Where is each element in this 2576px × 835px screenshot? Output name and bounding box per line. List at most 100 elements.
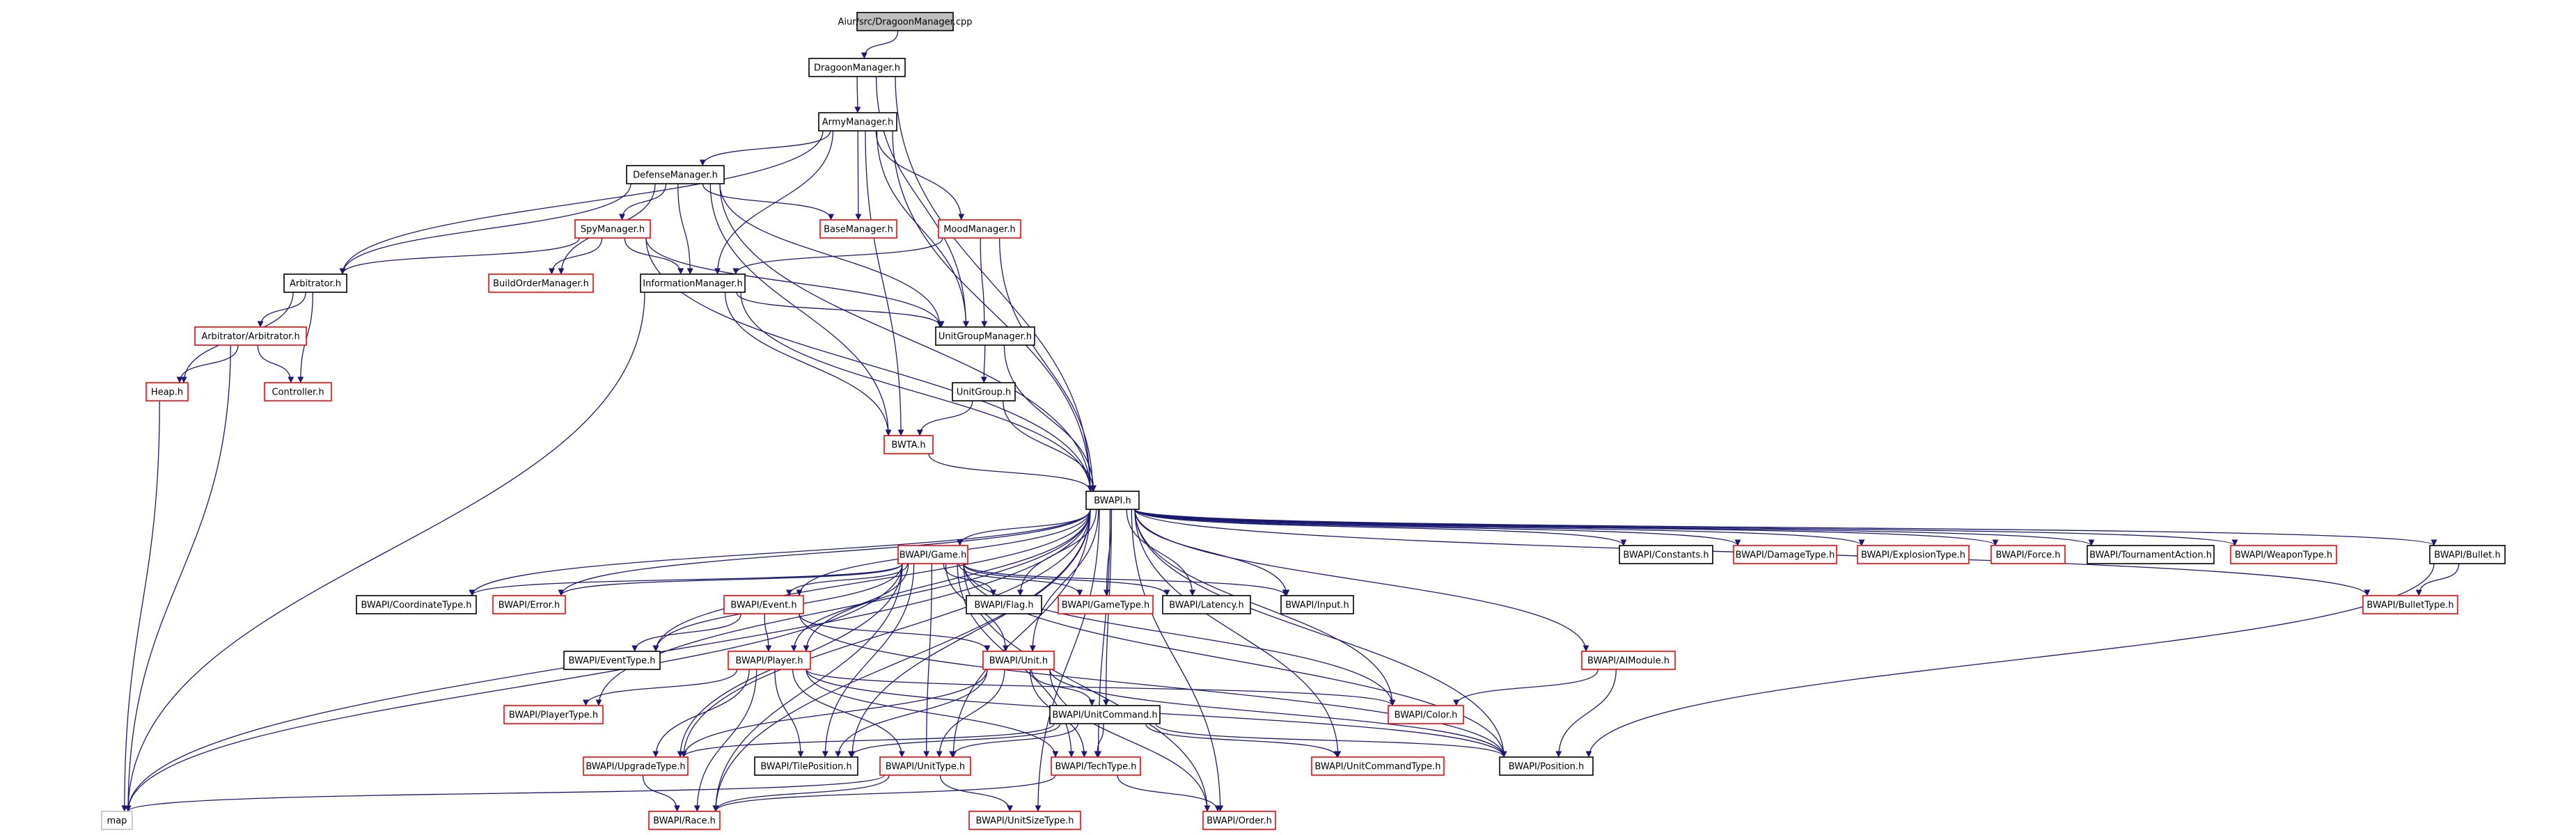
node-ugm[interactable]: UnitGroupManager.h xyxy=(935,326,1035,346)
node-force[interactable]: BWAPI/Force.h xyxy=(1990,545,2066,564)
node-label: DefenseManager.h xyxy=(633,170,718,181)
dependency-edge xyxy=(176,344,239,383)
node-box xyxy=(2429,545,2506,564)
node-color[interactable]: BWAPI/Color.h xyxy=(1388,705,1464,724)
node-position[interactable]: BWAPI/Position.h xyxy=(1499,756,1594,776)
node-explosiontype[interactable]: BWAPI/ExplosionType.h xyxy=(1857,545,1970,564)
edge-spy-to-arbitrator xyxy=(339,237,580,275)
node-unitcommand[interactable]: BWAPI/UnitCommand.h xyxy=(1049,705,1161,724)
node-aimodule[interactable]: BWAPI/AIModule.h xyxy=(1581,651,1676,670)
node-map: map xyxy=(101,811,133,830)
node-bullettype[interactable]: BWAPI/BulletType.h xyxy=(2362,595,2458,614)
node-race[interactable]: BWAPI/Race.h xyxy=(648,811,721,830)
edge-dragoon-to-army xyxy=(854,76,861,113)
node-unit[interactable]: BWAPI/Unit.h xyxy=(982,651,1055,670)
edge-bwapi-to-coordtype xyxy=(469,509,1091,596)
dependency-edge xyxy=(680,723,1055,758)
edge-defense-to-arbitrator xyxy=(339,183,631,275)
node-label: DragoonManager.h xyxy=(814,63,900,74)
node-tournament[interactable]: BWAPI/TournamentAction.h xyxy=(2087,545,2215,564)
node-label: BWAPI/Player.h xyxy=(735,656,803,667)
dependency-edge xyxy=(645,237,943,328)
node-label: BWAPI/ExplosionType.h xyxy=(1861,550,1965,561)
dependency-edge xyxy=(1134,509,1396,706)
node-label: BWAPI/EventType.h xyxy=(568,656,655,667)
node-flag[interactable]: BWAPI/Flag.h xyxy=(966,595,1042,614)
dependency-edge xyxy=(1134,509,1999,546)
node-box xyxy=(1051,756,1141,776)
node-tileposition[interactable]: BWAPI/TilePosition.h xyxy=(754,756,858,776)
edge-spy-to-buildorder xyxy=(548,237,603,275)
node-arbitrator[interactable]: Arbitrator.h xyxy=(283,273,347,293)
dependency-edge xyxy=(121,400,160,812)
node-buildorder[interactable]: BuildOrderManager.h xyxy=(488,273,594,293)
node-game[interactable]: BWAPI/Game.h xyxy=(897,545,968,564)
node-playertype[interactable]: BWAPI/PlayerType.h xyxy=(503,705,604,724)
node-spy[interactable]: SpyManager.h xyxy=(574,219,651,239)
node-weapontype[interactable]: BWAPI/WeaponType.h xyxy=(2230,545,2337,564)
node-input[interactable]: BWAPI/Input.h xyxy=(1280,595,1354,614)
edge-unit-to-order xyxy=(1049,669,1211,812)
node-damagetype[interactable]: BWAPI/DamageType.h xyxy=(1733,545,1837,564)
node-box xyxy=(146,382,189,401)
node-box xyxy=(982,651,1055,670)
node-layer: Aiur/src/DragoonManager.cppDragoonManage… xyxy=(101,12,2506,830)
node-label: BWAPI/UpgradeType.h xyxy=(586,762,685,772)
dependency-edge xyxy=(1003,344,1097,492)
node-upgradetype[interactable]: BWAPI/UpgradeType.h xyxy=(583,756,689,776)
node-label: Arbitrator/Arbitrator.h xyxy=(201,332,299,342)
node-box xyxy=(1388,705,1464,724)
edge-bwapi-to-input xyxy=(1134,509,1290,596)
node-bwta[interactable]: BWTA.h xyxy=(883,435,934,454)
dependency-edge xyxy=(693,669,757,812)
edge-unit-to-upgradetype xyxy=(680,669,988,758)
node-coordtype[interactable]: BWAPI/CoordinateType.h xyxy=(356,595,477,614)
node-constants[interactable]: BWAPI/Constants.h xyxy=(1619,545,1713,564)
node-label: BWAPI/TilePosition.h xyxy=(760,762,851,772)
node-order[interactable]: BWAPI/Order.h xyxy=(1202,811,1276,830)
node-box xyxy=(583,756,689,776)
dependency-edge xyxy=(1134,509,1290,596)
node-latency[interactable]: BWAPI/Latency.h xyxy=(1162,595,1251,614)
node-base[interactable]: BaseManager.h xyxy=(819,219,897,239)
node-army[interactable]: ArmyManager.h xyxy=(818,112,897,132)
edge-aimodule-to-position xyxy=(1555,669,1617,758)
edge-techtype-to-order xyxy=(1117,774,1221,812)
node-unitcommandtype[interactable]: BWAPI/UnitCommandType.h xyxy=(1311,756,1445,776)
edge-defense-to-info xyxy=(677,183,693,275)
node-gametype[interactable]: BWAPI/GameType.h xyxy=(1058,595,1154,614)
node-defense[interactable]: DefenseManager.h xyxy=(626,165,725,184)
node-arbarb[interactable]: Arbitrator/Arbitrator.h xyxy=(194,326,307,346)
edge-heap-to-map xyxy=(121,400,160,812)
dependency-edge xyxy=(736,292,945,328)
node-eventtype[interactable]: BWAPI/EventType.h xyxy=(563,651,661,670)
node-bullet[interactable]: BWAPI/Bullet.h xyxy=(2429,545,2506,564)
node-unittype[interactable]: BWAPI/UnitType.h xyxy=(879,756,971,776)
dependency-edge xyxy=(806,669,1396,706)
node-info[interactable]: InformationManager.h xyxy=(640,273,746,293)
node-techtype[interactable]: BWAPI/TechType.h xyxy=(1051,756,1141,776)
node-unitsizetype[interactable]: BWAPI/UnitSizeType.h xyxy=(968,811,1081,830)
dependency-edge xyxy=(764,613,772,652)
node-box xyxy=(968,811,1081,830)
node-event[interactable]: BWAPI/Event.h xyxy=(723,595,804,614)
dependency-edge xyxy=(257,344,294,383)
dependency-edge xyxy=(548,237,603,275)
dependency-edge xyxy=(939,774,1014,812)
node-mood[interactable]: MoodManager.h xyxy=(938,219,1021,239)
edge-bwapi-to-aimodule xyxy=(1134,509,1589,652)
dependency-edge xyxy=(558,509,1091,596)
node-dragoon[interactable]: DragoonManager.h xyxy=(808,58,906,77)
node-box xyxy=(1619,545,1713,564)
node-controller[interactable]: Controller.h xyxy=(264,382,332,401)
dependency-edge xyxy=(1585,563,2435,758)
node-unitgroup[interactable]: UnitGroup.h xyxy=(952,382,1016,401)
node-heap[interactable]: Heap.h xyxy=(146,382,189,401)
dependency-edge xyxy=(1029,509,1099,652)
edge-game-to-input xyxy=(963,563,1289,596)
dependency-edge xyxy=(631,613,741,652)
node-error[interactable]: BWAPI/Error.h xyxy=(492,595,566,614)
node-bwapi[interactable]: BWAPI.h xyxy=(1085,491,1140,510)
node-player[interactable]: BWAPI/Player.h xyxy=(728,651,811,670)
node-box xyxy=(723,595,804,614)
